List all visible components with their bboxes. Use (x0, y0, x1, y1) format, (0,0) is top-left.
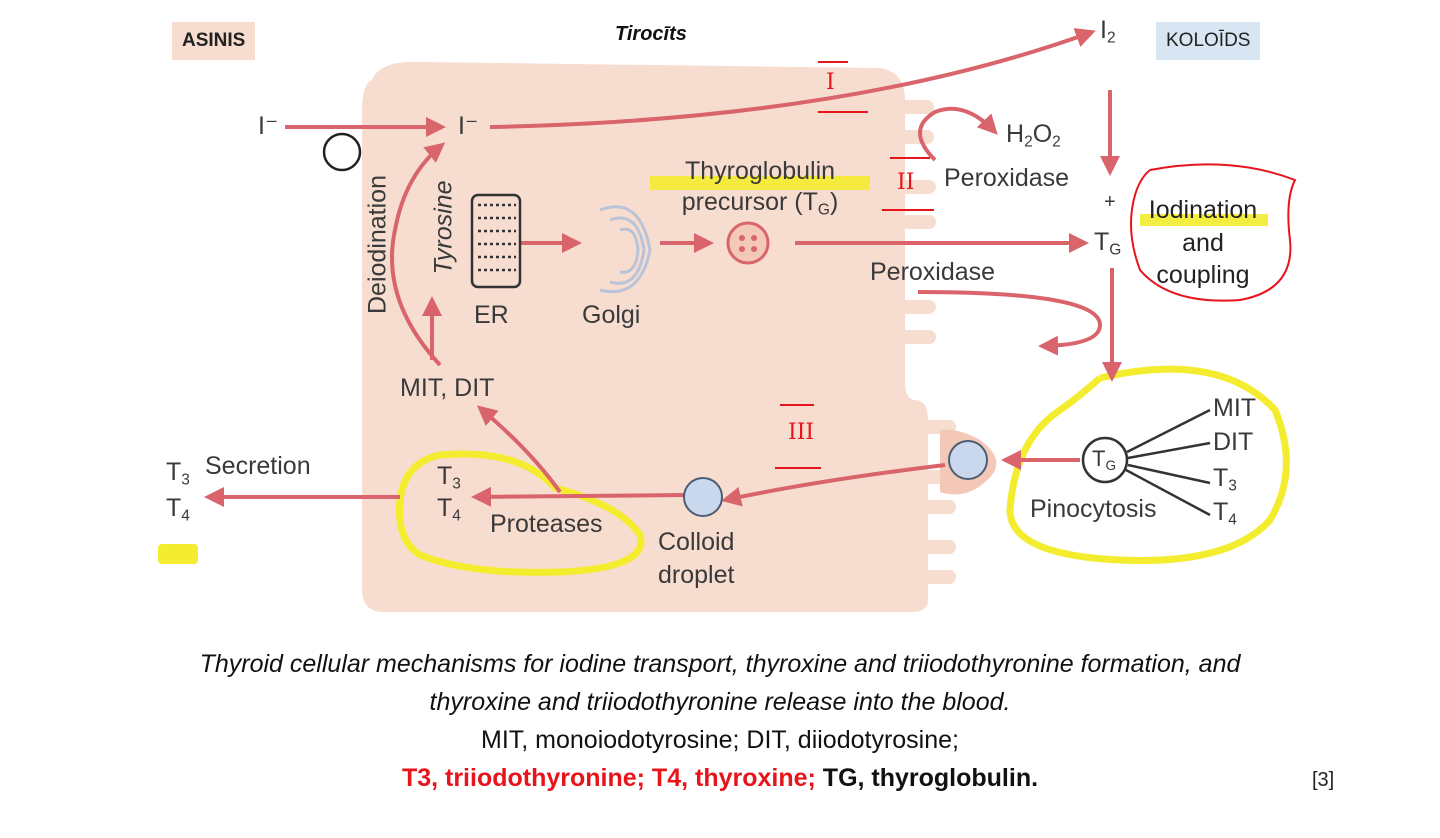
caption-line-1: Thyroid cellular mechanisms for iodine t… (199, 650, 1241, 678)
highlight-t3t4-proteases (395, 450, 645, 576)
region-asinis: ASINIS (172, 22, 256, 60)
golgi-organelle (599, 205, 652, 294)
caption-tg: TG, thyroglobulin. (822, 764, 1039, 792)
arrow-to-droplet (721, 463, 946, 507)
colloid-droplet (683, 477, 723, 517)
caption-t3-t4: T3, triiodothyronine; T4, thyroxine; (401, 764, 816, 792)
red-mark-bottom (775, 404, 821, 469)
label-iodide-inner: I⁻ (458, 112, 479, 140)
label-secretion: Secretion (205, 452, 311, 480)
caption-line-4: T3, triiodothyronine; T4, thyroxine; TG,… (0, 764, 1440, 793)
label-golgi: Golgi (582, 301, 641, 329)
label-h2o2: H2O2 (1006, 120, 1061, 151)
arrow-to-proteases (471, 486, 686, 507)
label-thyroglobulin-precursor: Thyroglobulin precursor (TG) (681, 157, 839, 219)
tg-branches (1125, 408, 1211, 517)
thyroglobulin-vesicle (726, 221, 770, 265)
label-peroxidase-mid: Peroxidase (870, 258, 996, 286)
handwritten-note-2: II (897, 170, 915, 195)
label-t3-in: T3 (437, 462, 461, 493)
arrow-deiodination (390, 142, 446, 367)
red-mark-top (818, 61, 868, 113)
region-koloids: KOLOĪDS (1156, 22, 1261, 60)
arrow-h2o2-loop (918, 106, 998, 162)
label-iodide-left: I⁻ (258, 112, 279, 140)
region-tirocits: Tirocīts (615, 23, 687, 45)
label-mit: MIT (1213, 394, 1257, 422)
highlight-thyroglobulin (650, 176, 870, 190)
label-dit: DIT (1213, 428, 1254, 456)
label-t3-out: T3 (166, 458, 190, 489)
label-t4-out: T4 (166, 494, 190, 525)
microvilli (900, 100, 956, 584)
arrow-peroxidase-return (917, 290, 1103, 356)
nis-transporter (322, 132, 362, 172)
label-tg-circle: TG (1092, 446, 1117, 474)
label-peroxidase-top: Peroxidase (944, 164, 1070, 192)
label-tg-colloid: TG (1094, 228, 1122, 259)
label-iodination-coupling: Iodination and coupling (1148, 196, 1258, 289)
tg-colloid-circle (1081, 436, 1129, 484)
label-colloid-droplet: Colloid droplet (658, 528, 735, 589)
caption-line-3: MIT, monoiodotyrosine; DIT, diiodotyrosi… (481, 726, 959, 754)
caption-line-2: thyroxine and triiodothyronine release i… (429, 688, 1011, 716)
label-tyrosine: Tyrosine (429, 180, 458, 275)
handwritten-note-1: I (826, 70, 835, 95)
label-t4-branch: T4 (1213, 498, 1237, 529)
caption-reference: [3] (1312, 769, 1335, 791)
label-i2: I2 (1100, 16, 1116, 47)
handwritten-note-3: III (788, 420, 815, 445)
highlight-pinocytosis (1006, 365, 1290, 564)
thyrocyte-cell (362, 61, 928, 613)
label-t4-in: T4 (437, 494, 461, 525)
er-organelle (470, 193, 522, 289)
label-pinocytosis: Pinocytosis (1030, 495, 1157, 523)
red-circle-iodination (1130, 163, 1297, 302)
red-mark-middle (882, 157, 934, 211)
label-deiodination: Deiodination (363, 175, 392, 314)
arrow-iodide-to-i2 (489, 28, 1096, 129)
arrow-to-mit-dit (476, 405, 562, 494)
label-mit-dit: MIT, DIT (400, 374, 495, 402)
highlight-iodination (1140, 214, 1268, 226)
label-proteases: Proteases (490, 510, 603, 538)
label-t3-branch: T3 (1213, 464, 1237, 495)
pinocytosis-droplet (948, 440, 988, 480)
label-er: ER (474, 301, 509, 329)
label-plus: + (1104, 191, 1116, 213)
highlight-secretion-mark (158, 544, 198, 564)
